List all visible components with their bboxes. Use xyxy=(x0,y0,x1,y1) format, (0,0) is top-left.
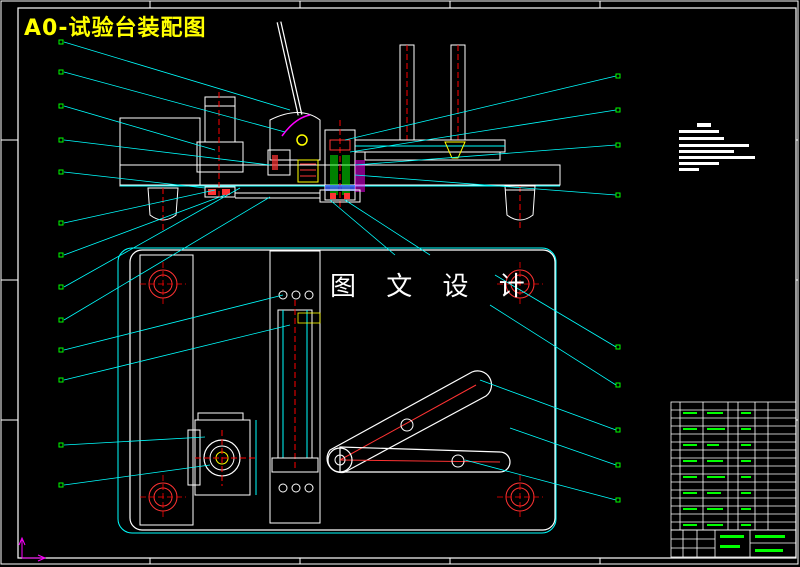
part-balloons xyxy=(58,39,621,503)
title-block xyxy=(670,529,797,558)
linkage-arm-lower xyxy=(339,446,511,473)
base-plate xyxy=(129,249,556,531)
title-block-entries xyxy=(720,535,785,552)
front-view xyxy=(119,21,561,230)
leader-lines-right xyxy=(329,75,617,501)
gearbox xyxy=(196,141,244,173)
technical-notes xyxy=(679,123,755,171)
foot-right xyxy=(504,185,536,221)
parts-list-entries xyxy=(683,412,751,526)
ucs-axis-icon xyxy=(18,536,47,562)
drawing-title: A0-试验台装配图 xyxy=(24,16,207,41)
watermark-text: 图 文 设 计 xyxy=(330,272,536,302)
top-view xyxy=(117,247,557,534)
foot-left xyxy=(147,187,179,221)
corner-holes xyxy=(148,269,535,512)
parts-list-table xyxy=(670,401,797,531)
base-plate-outline xyxy=(117,247,557,534)
lever-bracket xyxy=(269,112,321,161)
inner-border xyxy=(17,7,797,559)
guide-rail xyxy=(269,250,321,524)
leader-lines-left xyxy=(63,41,291,486)
motor xyxy=(204,96,236,143)
